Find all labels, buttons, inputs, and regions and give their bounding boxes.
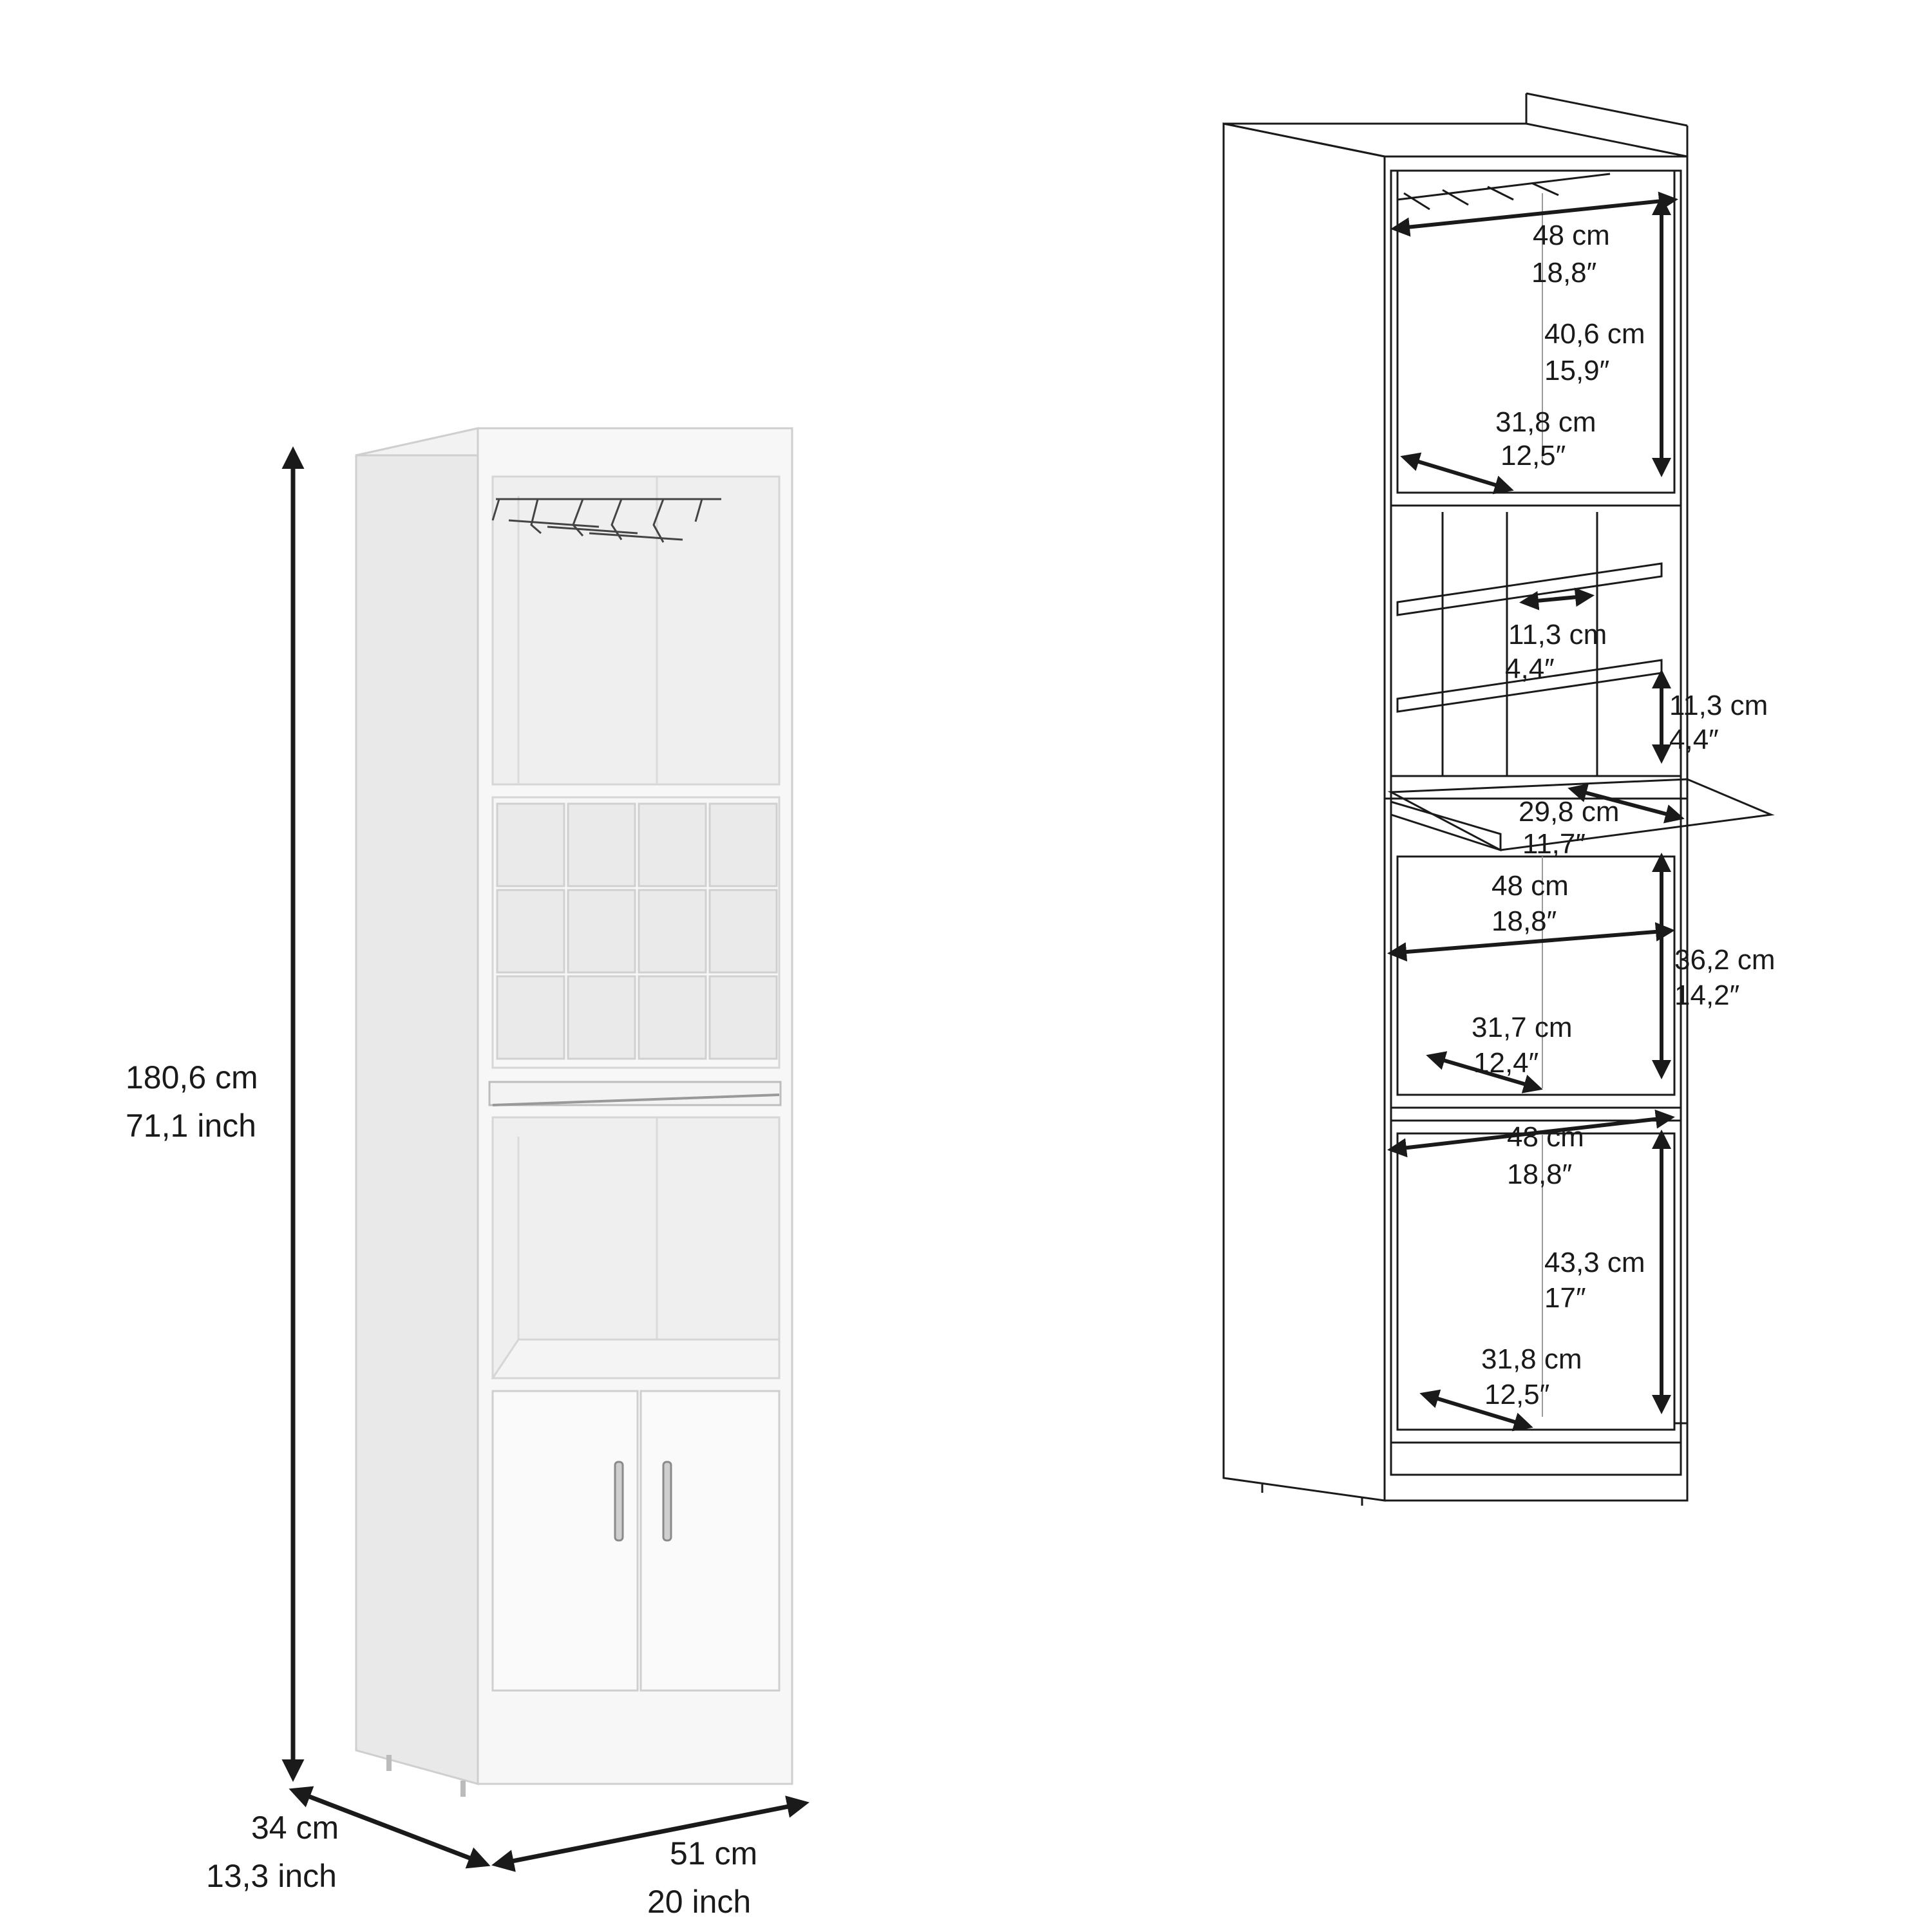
left-door-handle — [614, 1461, 624, 1542]
cubby-height-cm: 11,3 cm — [1669, 690, 1768, 721]
wine-cubby — [638, 889, 707, 974]
width-arrow — [491, 1795, 810, 1872]
top-depth-cm: 31,8 cm — [1495, 406, 1596, 438]
wine-cubby — [567, 975, 636, 1060]
top-width-cm: 48 cm — [1533, 220, 1610, 251]
bottom-width-inch: 18,8″ — [1507, 1159, 1572, 1190]
left-door — [491, 1390, 639, 1692]
top-open-compartment — [491, 475, 781, 786]
wine-cubby — [496, 975, 565, 1060]
wine-cubby — [638, 802, 707, 887]
cabinet-doors — [491, 1390, 781, 1692]
top-width-arrow — [1390, 191, 1678, 237]
cabinet-side-panel — [355, 427, 479, 1785]
wine-cubby — [708, 975, 778, 1060]
wine-cubby — [567, 802, 636, 887]
middle-width-cm: 48 cm — [1492, 870, 1569, 902]
wine-cubbies — [496, 802, 778, 1060]
bottom-depth-inch: 12,5″ — [1484, 1379, 1549, 1410]
middle-height-inch: 14,2″ — [1674, 980, 1739, 1011]
overall-width-cm: 51 cm — [670, 1835, 757, 1871]
tray-depth-arrow — [1567, 783, 1685, 824]
wine-cubby — [708, 889, 778, 974]
middle-height-cm: 36,2 cm — [1674, 944, 1776, 976]
middle-width-arrow — [1387, 922, 1675, 962]
top-depth-inch: 12,5″ — [1501, 440, 1566, 471]
wine-cubby — [496, 889, 565, 974]
wine-cubby — [496, 802, 565, 887]
cubby-height-inch: 4,4″ — [1669, 724, 1719, 755]
wine-cubby — [708, 802, 778, 887]
bottom-height-inch: 17″ — [1544, 1282, 1586, 1314]
bottom-height-cm: 43,3 cm — [1544, 1247, 1645, 1278]
top-width-inch: 18,8″ — [1531, 257, 1596, 289]
overall-depth-inch: 13,3 inch — [206, 1858, 337, 1894]
middle-width-inch: 18,8″ — [1492, 905, 1557, 937]
overall-width-inch: 20 inch — [647, 1884, 751, 1920]
cubby-width-cm: 11,3 cm — [1508, 619, 1607, 650]
middle-depth-arrow — [1426, 1051, 1543, 1094]
depth-arrow — [289, 1786, 491, 1869]
bottom-depth-cm: 31,8 cm — [1481, 1343, 1582, 1375]
wine-cubby — [567, 889, 636, 974]
overall-dimension-lines — [281, 446, 810, 1872]
wine-grid-lines — [1391, 512, 1681, 777]
top-height-cm: 40,6 cm — [1544, 318, 1645, 350]
overall-height-inch: 71,1 inch — [126, 1108, 256, 1144]
bottom-width-arrow — [1387, 1109, 1675, 1158]
cubby-width-arrow — [1519, 587, 1595, 611]
stemware-rack — [491, 498, 721, 543]
wine-cubby — [638, 975, 707, 1060]
right-door — [639, 1390, 781, 1692]
tray-depth-inch: 11,7″ — [1522, 828, 1586, 860]
right-door-handle — [662, 1461, 672, 1542]
cubby-width-inch: 4,4″ — [1505, 653, 1555, 685]
middle-depth-cm: 31,7 cm — [1472, 1012, 1573, 1043]
top-depth-arrow — [1400, 452, 1514, 495]
overall-height-cm: 180,6 cm — [126, 1059, 258, 1095]
middle-depth-inch: 12,4″ — [1473, 1047, 1539, 1079]
detail-dimension-lines — [1387, 191, 1685, 1432]
cabinet-render — [355, 427, 793, 1797]
tray-depth-cm: 29,8 cm — [1519, 796, 1620, 828]
pull-out-tray — [488, 1081, 782, 1106]
middle-open-compartment — [491, 1116, 781, 1379]
bottom-depth-arrow — [1419, 1389, 1533, 1432]
cabinet-line-drawing — [1222, 92, 1775, 1506]
overall-depth-cm: 34 cm — [251, 1810, 339, 1846]
top-height-inch: 15,9″ — [1544, 355, 1609, 386]
bottom-width-cm: 48 cm — [1507, 1121, 1584, 1153]
